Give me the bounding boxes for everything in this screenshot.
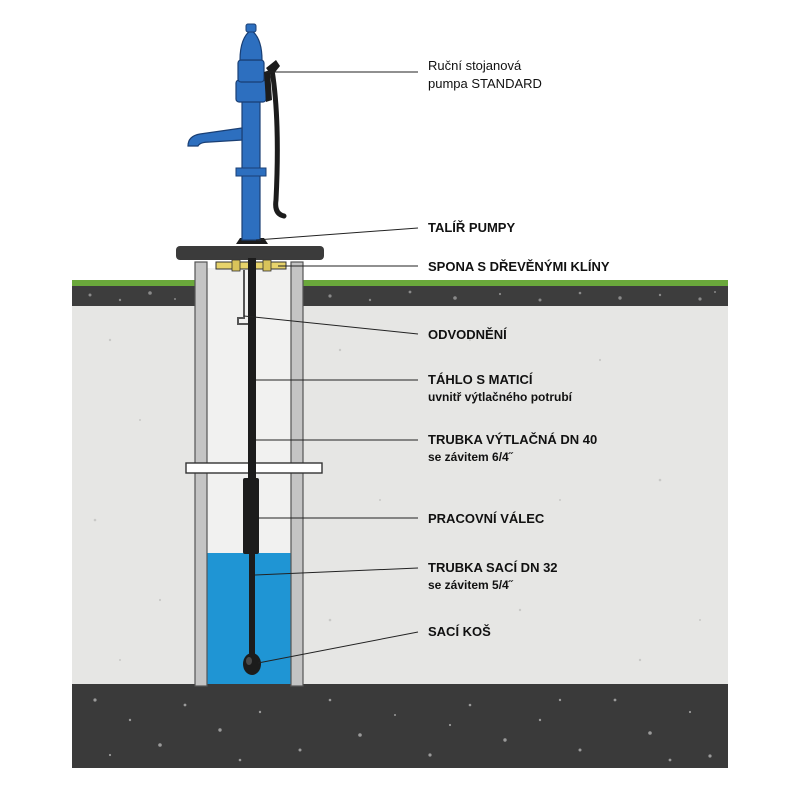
hand-pump-icon bbox=[187, 23, 287, 244]
topsoil-speckles bbox=[88, 290, 716, 302]
label-pressure-pipe-line2: se závitem 6/4˝ bbox=[428, 450, 514, 464]
suction-strainer bbox=[243, 653, 261, 675]
label-pump-line2: pumpa STANDARD bbox=[428, 76, 542, 91]
label-pressure-pipe-line1: TRUBKA VÝTLAČNÁ DN 40 bbox=[428, 432, 597, 447]
label-suction-pipe-line1: TRUBKA SACÍ DN 32 bbox=[428, 560, 558, 575]
topsoil-strip bbox=[72, 286, 728, 306]
callout-line-drain bbox=[243, 315, 419, 335]
working-cylinder bbox=[243, 478, 259, 554]
pump-plate bbox=[176, 246, 324, 260]
callout-line-plate bbox=[255, 227, 419, 241]
bedrock-layer bbox=[72, 684, 728, 768]
well-wall-right bbox=[290, 261, 304, 687]
pump-handle bbox=[269, 67, 287, 219]
soil-speckles bbox=[93, 338, 701, 662]
label-pump-line1: Ruční stojanová bbox=[428, 58, 522, 73]
label-strainer: SACÍ KOŠ bbox=[428, 624, 491, 639]
bedrock-speckles bbox=[93, 698, 712, 762]
label-rod-line1: TÁHLO S MATICÍ bbox=[428, 372, 533, 387]
suction-pipe bbox=[249, 552, 255, 656]
wooden-wedge-left bbox=[231, 259, 241, 272]
strainer-highlight bbox=[246, 657, 252, 665]
grass-line bbox=[72, 280, 728, 286]
label-cylinder: PRACOVNÍ VÁLEC bbox=[428, 511, 545, 526]
pressure-pipe bbox=[248, 258, 256, 480]
label-clamp: SPONA S DŘEVĚNÝMI KLÍNY bbox=[428, 259, 610, 274]
well-wall-left bbox=[194, 261, 208, 687]
label-drain: ODVODNĚNÍ bbox=[428, 327, 507, 342]
label-plate: TALÍŘ PUMPY bbox=[428, 220, 515, 235]
wooden-wedge-right bbox=[262, 259, 272, 272]
label-rod-line2: uvnitř výtlačného potrubí bbox=[428, 390, 573, 404]
label-suction-pipe-line2: se závitem 5/4˝ bbox=[428, 578, 514, 592]
callout-line-strainer bbox=[257, 631, 419, 664]
callout-line-suction-pipe bbox=[254, 567, 419, 576]
callout-lines bbox=[243, 71, 419, 664]
